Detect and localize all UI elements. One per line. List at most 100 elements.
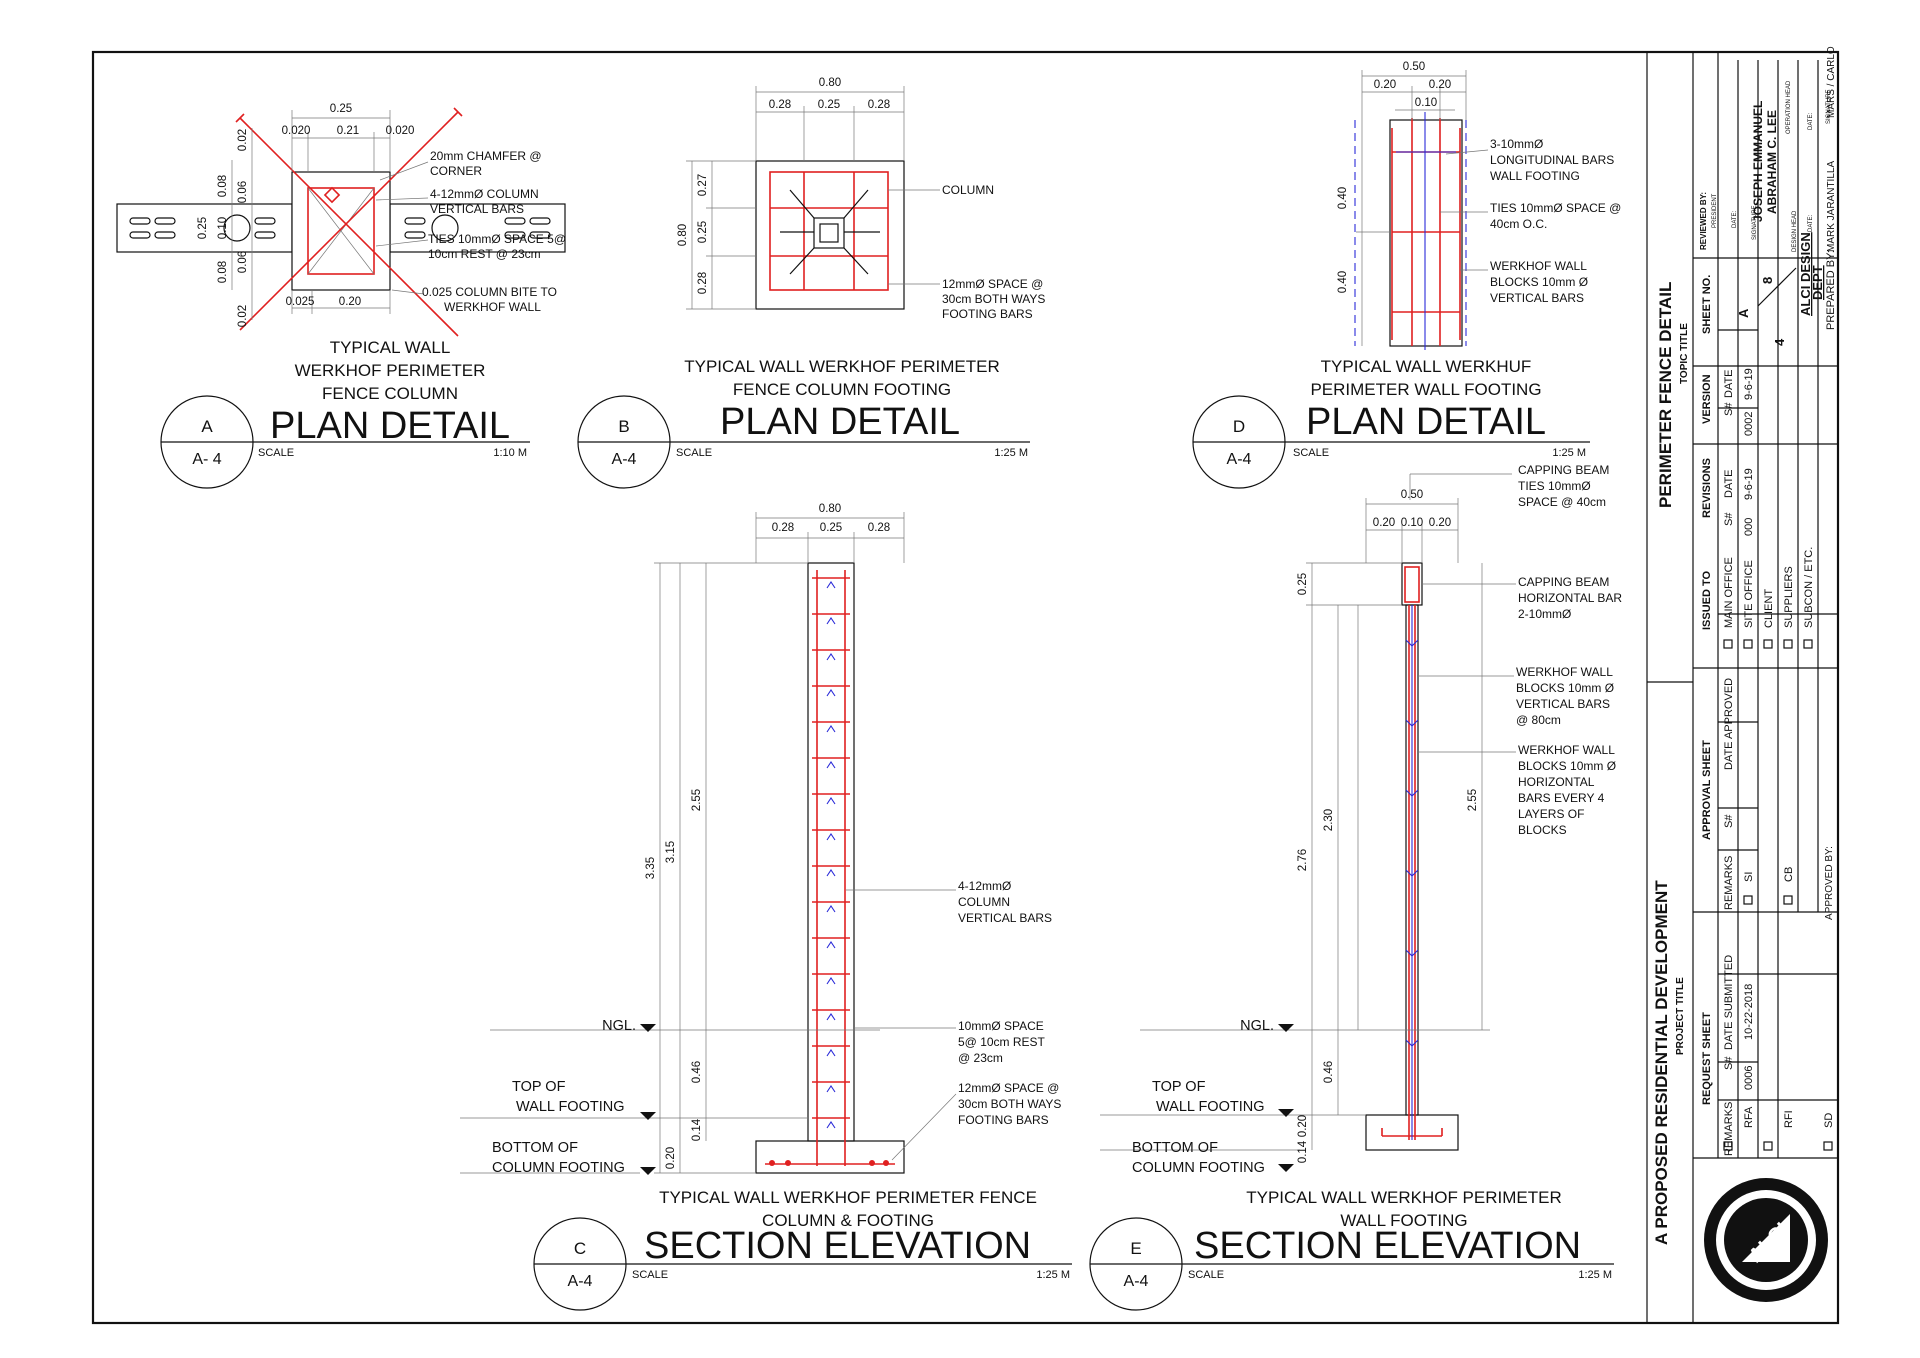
scale-label-a: SCALE bbox=[258, 447, 294, 459]
app-si: SI bbox=[1743, 872, 1755, 882]
note-d-3c: VERTICAL BARS bbox=[1490, 291, 1584, 305]
bubble-d-sheet: A-4 bbox=[1227, 451, 1252, 468]
issued-4: SUBCON / ETC. bbox=[1803, 547, 1815, 628]
note-b-2c: FOOTING BARS bbox=[942, 307, 1033, 321]
title-b-1: TYPICAL WALL WERKHOF PERIMETER bbox=[684, 357, 1000, 376]
bar-marker bbox=[1405, 639, 1419, 647]
detail-d-plan: 0.50 0.20 0.20 0.10 0.40 0.40 3-10mmØ LO… bbox=[1192, 61, 1621, 489]
issued-1: SITE OFFICE bbox=[1743, 560, 1755, 628]
dim-e-t1: 0.20 bbox=[1373, 517, 1395, 529]
title-d-1: TYPICAL WALL WERKHUF bbox=[1321, 357, 1532, 376]
name-mars: MARS / CARLO bbox=[1826, 46, 1837, 118]
dim-a-l3: 0.06 bbox=[237, 181, 249, 203]
dim-e-t3: 0.20 bbox=[1429, 517, 1451, 529]
dim-e-t2: 0.10 bbox=[1401, 517, 1423, 529]
dept-name-2: DEPT bbox=[1810, 265, 1825, 300]
title-e-2: WALL FOOTING bbox=[1340, 1211, 1467, 1230]
heading-d: PLAN DETAIL bbox=[1306, 401, 1546, 443]
note-e-4c: HORIZONTAL bbox=[1518, 775, 1595, 789]
tie-marker bbox=[826, 941, 836, 949]
col-sno-ver: S# bbox=[1723, 402, 1735, 416]
note-c-2a: 10mmØ SPACE bbox=[958, 1019, 1044, 1033]
bar-marker bbox=[1405, 789, 1419, 797]
note-a-4a: 0.025 COLUMN BITE TO bbox=[422, 285, 557, 299]
date-small-2: DATE: bbox=[1808, 214, 1814, 232]
tie-marker bbox=[826, 797, 836, 805]
note-e-2c: 2-10mmØ bbox=[1518, 607, 1571, 621]
note-a-2b: VERTICAL BARS bbox=[430, 202, 524, 216]
role-president: PRESIDENT bbox=[1712, 193, 1718, 228]
dim-d-l2: 0.40 bbox=[1337, 271, 1349, 293]
sheet-letter: A bbox=[1736, 308, 1751, 318]
title-a-3: FENCE COLUMN bbox=[322, 384, 458, 403]
level-c-bot1: BOTTOM OF bbox=[492, 1140, 578, 1156]
note-a-3b: 10cm REST @ 23cm bbox=[428, 247, 541, 261]
hdr-sheet-no: SHEET NO. bbox=[1701, 275, 1713, 334]
dim-b-top: 0.80 bbox=[819, 77, 841, 89]
dim-a-l8: 0.02 bbox=[237, 305, 249, 327]
tie-marker bbox=[826, 617, 836, 625]
dim-e-v6: 0.20 bbox=[1297, 1115, 1309, 1137]
hdr-version: VERSION bbox=[1701, 374, 1713, 424]
dim-b-left: 0.80 bbox=[677, 224, 689, 246]
dim-a-top: 0.25 bbox=[330, 103, 352, 115]
hdr-request-sheet: REQUEST SHEET bbox=[1701, 1012, 1713, 1105]
col-date-submitted: DATE SUBMITTED bbox=[1723, 955, 1735, 1050]
tie-marker bbox=[826, 833, 836, 841]
date-small-3: DATE: bbox=[1808, 112, 1814, 130]
dim-c-v1: 3.35 bbox=[645, 857, 657, 879]
note-e-1c: SPACE @ 40cm bbox=[1518, 495, 1606, 509]
project-title-label: PROJECT TITLE bbox=[1675, 977, 1686, 1055]
note-d-3b: BLOCKS 10mm Ø bbox=[1490, 275, 1588, 289]
dim-e-v4: 2.55 bbox=[1467, 789, 1479, 811]
hdr-revisions: REVISIONS bbox=[1701, 458, 1713, 518]
detail-e-section: 0.50 0.20 0.10 0.20 0.25 2.76 2.30 2.55 … bbox=[1089, 463, 1622, 1311]
role-design-head: DESIGN HEAD bbox=[1792, 210, 1798, 252]
heading-c: SECTION ELEVATION bbox=[644, 1225, 1031, 1267]
note-e-4b: BLOCKS 10mm Ø bbox=[1518, 759, 1616, 773]
level-c-top2: WALL FOOTING bbox=[516, 1099, 625, 1115]
dim-b-t3: 0.28 bbox=[868, 99, 890, 111]
col-sno-app: S# bbox=[1723, 814, 1735, 828]
scale-label-e: SCALE bbox=[1188, 1269, 1224, 1281]
note-d-2a: TIES 10mmØ SPACE @ bbox=[1490, 201, 1621, 215]
heading-e: SECTION ELEVATION bbox=[1194, 1225, 1581, 1267]
note-b-2b: 30cm BOTH WAYS bbox=[942, 292, 1045, 306]
scale-label-c: SCALE bbox=[632, 1269, 668, 1281]
level-e-top2: WALL FOOTING bbox=[1156, 1099, 1265, 1115]
dim-d-t2: 0.20 bbox=[1429, 79, 1451, 91]
ver-sno: 0002 bbox=[1743, 412, 1755, 436]
level-e-top1: TOP OF bbox=[1152, 1079, 1206, 1095]
note-a-4b: WERKHOF WALL bbox=[444, 300, 541, 314]
note-c-3a: 12mmØ SPACE @ bbox=[958, 1081, 1059, 1095]
note-e-4d: BARS EVERY 4 bbox=[1518, 791, 1605, 805]
note-e-1a: CAPPING BEAM bbox=[1518, 463, 1609, 477]
tie-marker bbox=[826, 725, 836, 733]
prepared-by: PREPARED BY: bbox=[1825, 250, 1837, 330]
level-c-ngl: NGL. bbox=[602, 1018, 636, 1034]
bubble-d-letter: D bbox=[1233, 417, 1245, 436]
ver-date: 9-6-19 bbox=[1743, 368, 1755, 400]
note-c-1a: 4-12mmØ bbox=[958, 879, 1011, 893]
tie-marker bbox=[826, 653, 836, 661]
tie-marker bbox=[826, 1085, 836, 1093]
bubble-c-sheet: A-4 bbox=[568, 1273, 593, 1290]
topic-title-label: TOPIC TITLE bbox=[1679, 323, 1690, 384]
title-e-1: TYPICAL WALL WERKHOF PERIMETER bbox=[1246, 1188, 1562, 1207]
level-e-bot1: BOTTOM OF bbox=[1132, 1140, 1218, 1156]
detail-a-plan: 0.25 0.020 0.21 0.020 0.025 0.20 0.02 0.… bbox=[116, 103, 566, 489]
dim-c-v3: 2.55 bbox=[691, 789, 703, 811]
col-sno-req: S# bbox=[1723, 1056, 1735, 1070]
hdr-issued-to: ISSUED TO bbox=[1701, 570, 1713, 630]
level-e-bot2: COLUMN FOOTING bbox=[1132, 1160, 1265, 1176]
col-date-ver: DATE bbox=[1723, 369, 1735, 398]
sheet-total: 8 bbox=[1760, 277, 1775, 284]
req-date: 10-22-2018 bbox=[1743, 984, 1755, 1040]
dim-c-top: 0.80 bbox=[819, 503, 841, 515]
level-e-ngl: NGL. bbox=[1240, 1018, 1274, 1034]
dept-name: ALCI DESIGN bbox=[1798, 232, 1813, 316]
level-c-top1: TOP OF bbox=[512, 1079, 566, 1095]
heading-b: PLAN DETAIL bbox=[720, 401, 960, 443]
note-d-1c: WALL FOOTING bbox=[1490, 169, 1580, 183]
